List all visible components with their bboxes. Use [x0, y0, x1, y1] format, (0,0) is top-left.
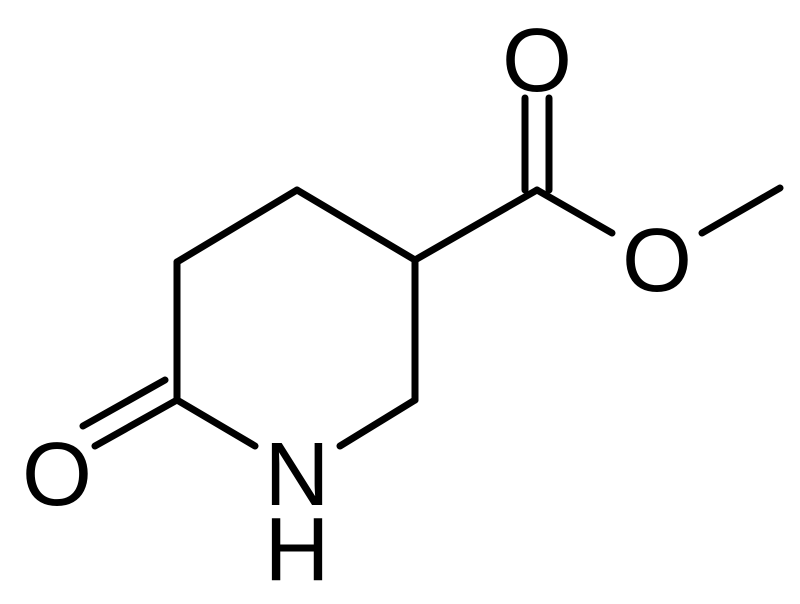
atom-label-nitrogen: N — [265, 425, 330, 525]
bond-o-methyl — [698, 184, 784, 237]
atom-label-nitrogen-hydrogen: H — [265, 500, 330, 600]
bond-c4-c5 — [293, 186, 419, 264]
bond-c3-ccarbonyl — [411, 186, 541, 264]
bond-ccarbonyl-o — [533, 186, 616, 237]
atom-label-carbonyl-oxygen: O — [22, 425, 92, 525]
bond-c1-o-double-b — [79, 376, 169, 430]
atom-label-ester-carbonyl-oxygen: O — [502, 11, 572, 111]
bond-c1-o-double-a — [91, 396, 181, 450]
bond-c1-n — [173, 396, 259, 450]
bond-n-c2 — [336, 396, 419, 450]
atom-label-ester-oxygen: O — [622, 211, 692, 311]
bond-c5-c6 — [173, 186, 301, 266]
